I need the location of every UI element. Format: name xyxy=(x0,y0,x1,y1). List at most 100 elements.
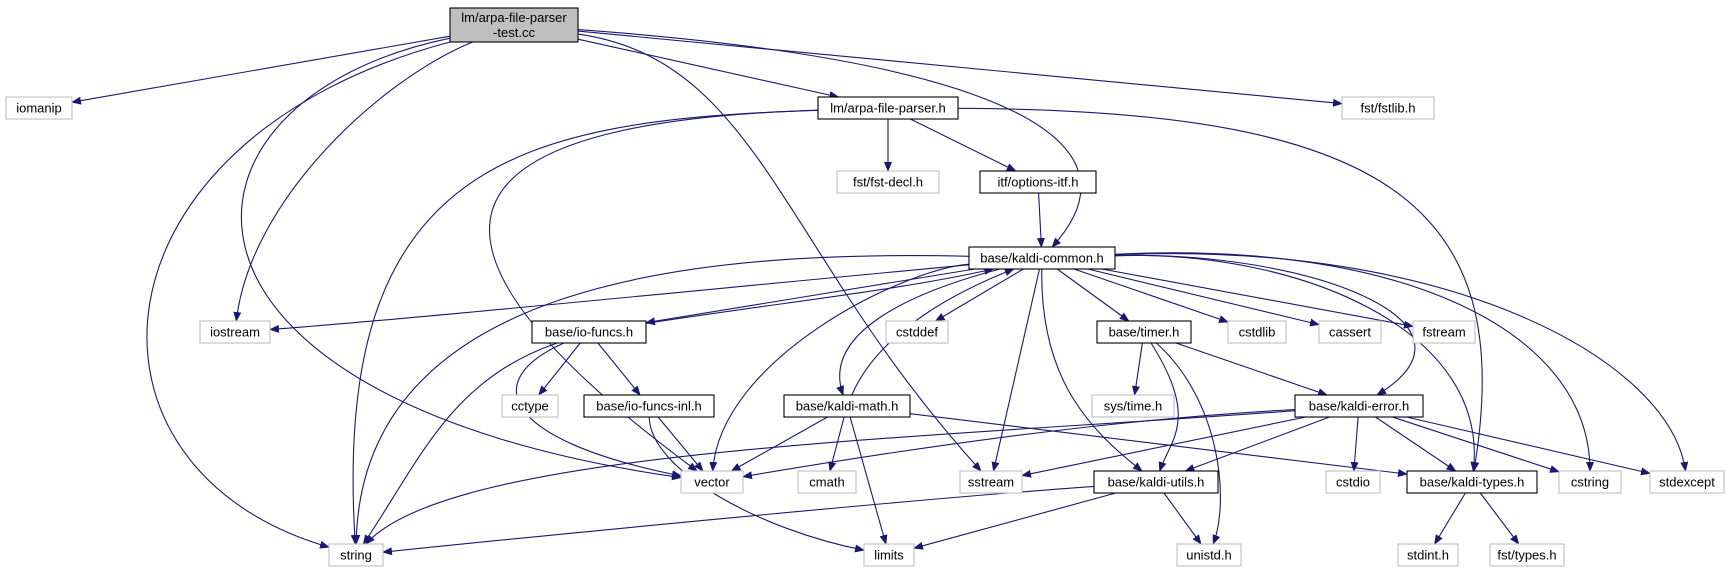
node-box xyxy=(797,470,857,494)
node-unistd: unistd.h xyxy=(1176,543,1242,567)
edge-common-to-kutils xyxy=(1041,268,1143,472)
edge-ktypes-to-stdint xyxy=(1434,492,1466,545)
node-label: fstream xyxy=(1422,325,1465,340)
node-label: -test.cc xyxy=(493,25,535,40)
node-cstring: cstring xyxy=(1558,470,1622,494)
node-box xyxy=(680,470,744,494)
node-box xyxy=(199,320,271,344)
node-box xyxy=(1412,320,1476,344)
edge-common-to-sstream xyxy=(991,268,1041,472)
node-arpa[interactable]: lm/arpa-file-parser.h xyxy=(817,96,959,120)
edge-common-to-cstddef xyxy=(934,268,1024,322)
edge-ktypes-to-fsttypes xyxy=(1479,492,1520,545)
node-stdint: stdint.h xyxy=(1397,543,1459,567)
node-label: sys/time.h xyxy=(1104,399,1163,414)
edge-kerror-to-sstream xyxy=(1021,416,1306,478)
edge-options-to-common xyxy=(1036,192,1045,248)
edge-common-to-fstream xyxy=(1101,268,1414,329)
edge-common-to-kerror xyxy=(1114,254,1416,396)
node-label: base/kaldi-math.h xyxy=(796,399,899,414)
node-box xyxy=(449,7,579,43)
node-cmath: cmath xyxy=(797,470,857,494)
edge-root-to-iostream xyxy=(233,41,473,322)
node-kerror[interactable]: base/kaldi-error.h xyxy=(1294,394,1424,418)
node-limits: limits xyxy=(863,543,915,567)
node-kutils[interactable]: base/kaldi-utils.h xyxy=(1093,470,1219,494)
edge-common-to-iostream xyxy=(269,264,970,333)
edge-common-to-cassert xyxy=(1087,268,1320,327)
node-box xyxy=(1091,394,1175,418)
edge-arpa-to-options xyxy=(910,118,1017,172)
node-box xyxy=(531,320,647,344)
edge-timer-to-unistd xyxy=(1155,342,1221,545)
node-box xyxy=(501,394,559,418)
edge-common-to-kmath xyxy=(836,268,1001,396)
node-box xyxy=(836,170,940,194)
edge-kutils-to-string xyxy=(382,485,1095,556)
node-box xyxy=(783,394,911,418)
edge-timer-to-systime xyxy=(1131,342,1143,396)
node-options[interactable]: itf/options-itf.h xyxy=(979,170,1097,194)
node-box xyxy=(1406,470,1538,494)
edge-iofuncsinl-to-vector xyxy=(657,416,704,472)
node-box xyxy=(863,543,915,567)
edge-common-to-cstdlib xyxy=(1073,268,1229,323)
node-label: cmath xyxy=(809,475,844,490)
node-label: unistd.h xyxy=(1186,548,1232,563)
node-label: stdint.h xyxy=(1407,548,1449,563)
edge-kmath-to-vector xyxy=(730,416,828,472)
node-iofuncsinl[interactable]: base/io-funcs-inl.h xyxy=(583,394,715,418)
edge-kerror-to-cstdio xyxy=(1350,416,1359,472)
node-label: lm/arpa-file-parser xyxy=(461,10,567,25)
edge-root-to-vector xyxy=(240,37,682,481)
node-label: iomanip xyxy=(16,101,62,116)
node-box xyxy=(328,543,384,567)
edge-kerror-to-vector xyxy=(742,408,1296,480)
node-label: base/kaldi-types.h xyxy=(1420,475,1525,490)
node-label: cassert xyxy=(1329,325,1371,340)
edge-common-to-vector xyxy=(709,263,970,472)
node-iofuncs[interactable]: base/io-funcs.h xyxy=(531,320,647,344)
node-box xyxy=(959,470,1023,494)
edge-arpa-to-ktypes xyxy=(957,107,1483,472)
edge-kerror-to-cstring xyxy=(1392,416,1560,473)
node-label: base/timer.h xyxy=(1109,325,1180,340)
nodes-layer: lm/arpa-file-parser-test.cc iomanip lm/arp… xyxy=(5,7,1725,567)
node-label: base/kaldi-error.h xyxy=(1309,399,1409,414)
node-string: string xyxy=(328,543,384,567)
node-label: stdexcept xyxy=(1659,475,1715,490)
edges-layer xyxy=(71,29,1689,556)
node-common[interactable]: base/kaldi-common.h xyxy=(968,246,1116,270)
node-label: cstdio xyxy=(1336,475,1370,490)
node-box xyxy=(979,170,1097,194)
node-label: sstream xyxy=(968,475,1014,490)
node-root[interactable]: lm/arpa-file-parser-test.cc xyxy=(449,7,579,43)
edge-kutils-to-limits xyxy=(913,492,1116,550)
node-box xyxy=(1096,320,1192,344)
node-label: base/io-funcs.h xyxy=(545,325,633,340)
node-label: cstdlib xyxy=(1239,325,1276,340)
node-ktypes[interactable]: base/kaldi-types.h xyxy=(1406,470,1538,494)
edge-root-to-fstlib xyxy=(577,30,1343,107)
edge-arpa-to-string xyxy=(350,109,819,545)
edge-iofuncs-to-cctype xyxy=(538,342,581,396)
edge-root-to-common xyxy=(577,29,1082,248)
node-cstdio: cstdio xyxy=(1325,470,1381,494)
node-box xyxy=(817,96,959,120)
node-fsttypes: fst/types.h xyxy=(1489,543,1565,567)
node-kmath[interactable]: base/kaldi-math.h xyxy=(783,394,911,418)
edge-common-to-cstring xyxy=(1114,252,1594,472)
node-vector: vector xyxy=(680,470,744,494)
node-box xyxy=(1397,543,1459,567)
node-label: base/kaldi-common.h xyxy=(980,251,1104,266)
node-box xyxy=(1489,543,1565,567)
edge-timer-to-kerror xyxy=(1175,342,1328,396)
node-label: base/io-funcs-inl.h xyxy=(596,399,702,414)
edge-iofuncs-to-iofuncsinl xyxy=(597,342,641,396)
node-timer[interactable]: base/timer.h xyxy=(1096,320,1192,344)
edge-common-to-string xyxy=(352,255,970,545)
node-fstdecl: fst/fst-decl.h xyxy=(836,170,940,194)
node-systime: sys/time.h xyxy=(1091,394,1175,418)
node-stdexcept: stdexcept xyxy=(1649,470,1725,494)
node-label: fst/types.h xyxy=(1497,548,1556,563)
